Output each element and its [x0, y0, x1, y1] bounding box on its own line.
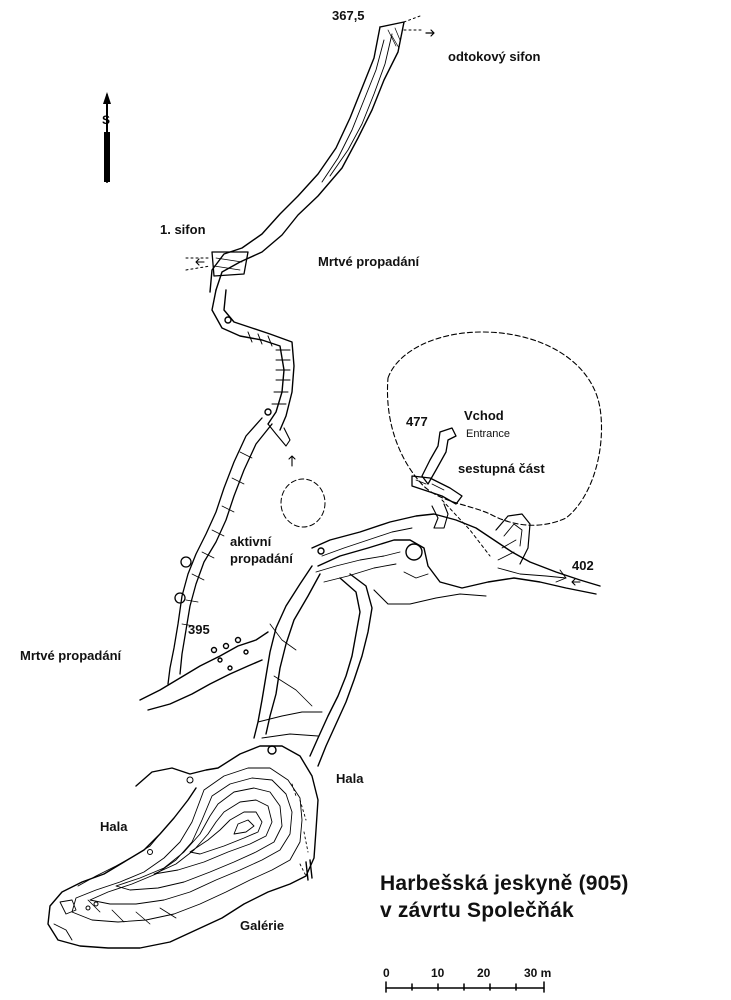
middle-passage [211, 289, 326, 528]
map-title-line1: Harbešská jeskyně (905) [380, 872, 629, 895]
scale-bar [385, 981, 545, 993]
hall-contours [47, 745, 319, 949]
scale-tick-0: 0 [383, 966, 390, 980]
scale-tick-30m: 30 m [524, 966, 552, 980]
label-first-sifon: 1. sifon [160, 222, 206, 237]
label-elevation-402: 402 [572, 558, 594, 573]
label-aktivni: aktivní [230, 534, 272, 549]
label-elevation-395: 395 [188, 622, 210, 637]
scale-tick-10: 10 [431, 966, 445, 980]
scale-tick-20: 20 [477, 966, 491, 980]
label-odtokovy-sifon: odtokový sifon [448, 49, 541, 64]
label-sestupna-cast: sestupná část [458, 461, 545, 476]
north-arrow-letter: S [102, 113, 110, 127]
main-gallery [311, 513, 601, 595]
label-hala-left: Hala [100, 819, 128, 834]
label-elevation-477: 477 [406, 414, 428, 429]
label-galerie: Galérie [240, 918, 285, 933]
upper-passage [209, 15, 435, 293]
first-sump [185, 251, 249, 277]
label-mrtve-propadani-upper: Mrtvé propadání [318, 254, 420, 269]
label-mrtve-propadani-lower: Mrtvé propadání [20, 648, 122, 663]
north-arrow-icon [103, 92, 111, 183]
map-title-line2: v závrtu Společňák [380, 899, 574, 922]
left-passage [167, 417, 273, 685]
label-hala-right: Hala [336, 771, 364, 786]
central-loop [253, 565, 487, 767]
lower-left-passage [139, 631, 269, 711]
label-entrance: Entrance [466, 428, 511, 440]
label-elevation-367: 367,5 [332, 8, 365, 23]
entrance-area [386, 331, 603, 565]
label-vchod: Vchod [464, 408, 504, 423]
label-propadani: propadání [230, 551, 293, 566]
